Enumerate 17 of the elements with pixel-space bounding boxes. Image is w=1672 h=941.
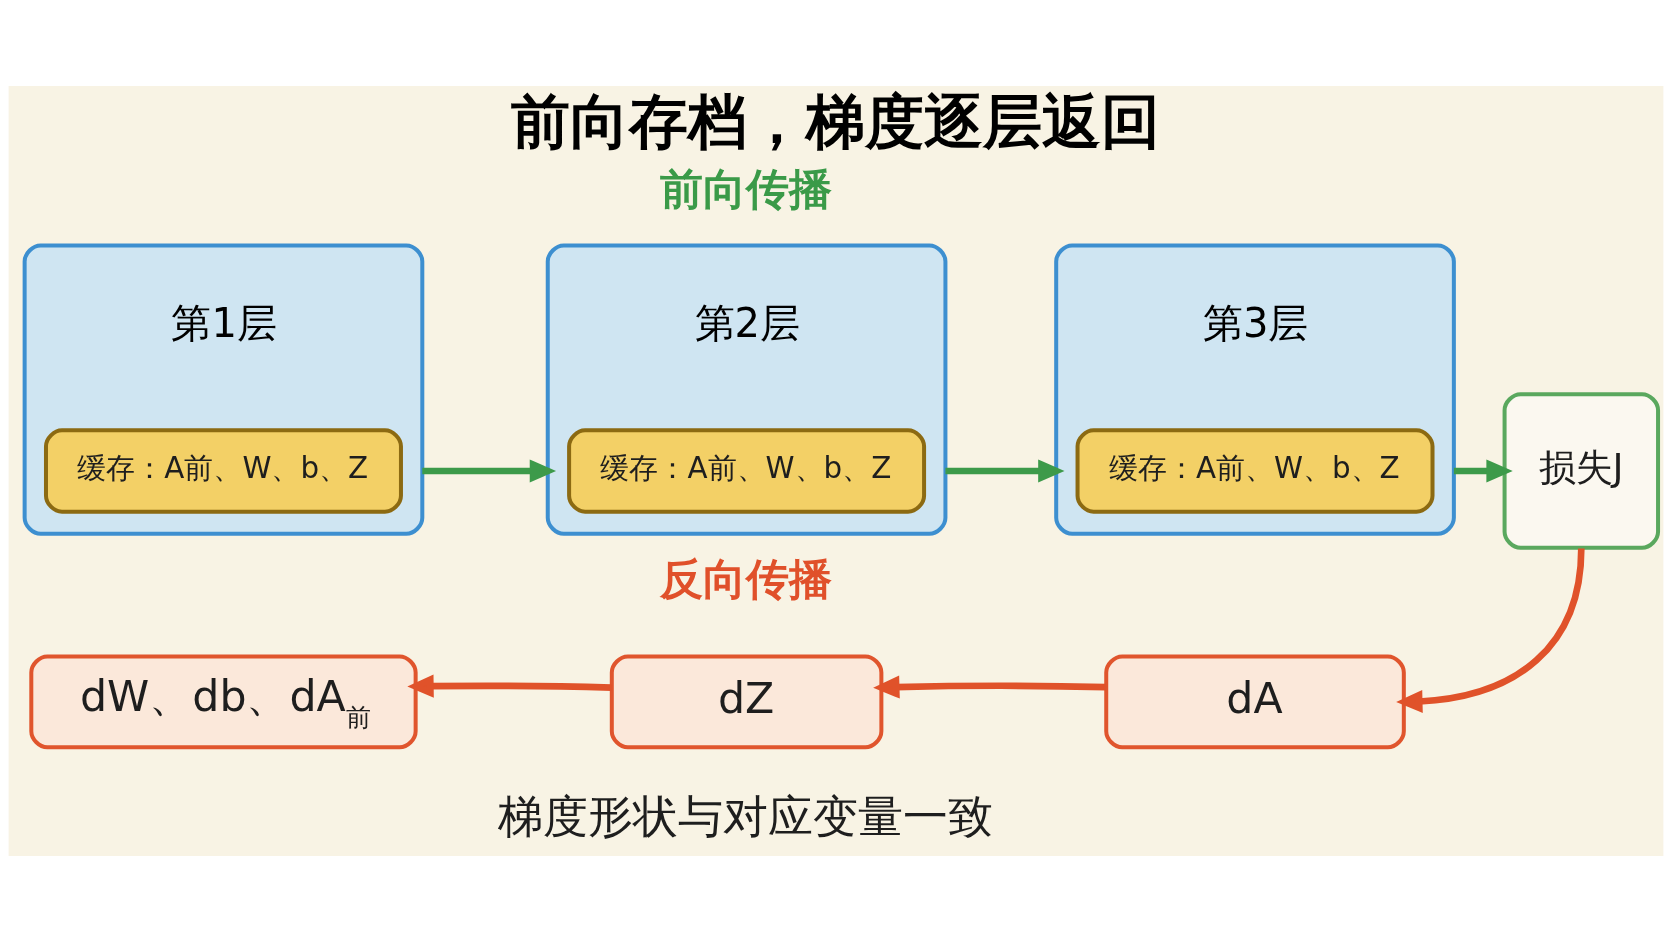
node-box: 缓存：A前、W、b、Z bbox=[567, 427, 927, 514]
arrow bbox=[1396, 547, 1585, 713]
arrow bbox=[407, 674, 612, 698]
caption: 梯度形状与对应变量一致 bbox=[498, 789, 994, 843]
arrow bbox=[1453, 459, 1513, 482]
node-box: 缓存：A前、W、b、Z bbox=[44, 427, 403, 514]
node-box: 损失J bbox=[1502, 391, 1661, 550]
arrow bbox=[945, 459, 1065, 482]
node-box: 缓存：A前、W、b、Z bbox=[1075, 427, 1435, 514]
label: 反向传播 bbox=[659, 553, 832, 604]
arrow bbox=[873, 675, 1107, 699]
node-box: dW、db、dA$_{前}$ bbox=[29, 654, 418, 749]
node-box: dA bbox=[1104, 654, 1406, 749]
label: 前向传播 bbox=[659, 163, 832, 214]
arrow bbox=[422, 459, 557, 482]
node-box: dZ bbox=[609, 654, 884, 749]
diagram-title: 前向存档，梯度逐层返回 bbox=[511, 87, 1161, 156]
